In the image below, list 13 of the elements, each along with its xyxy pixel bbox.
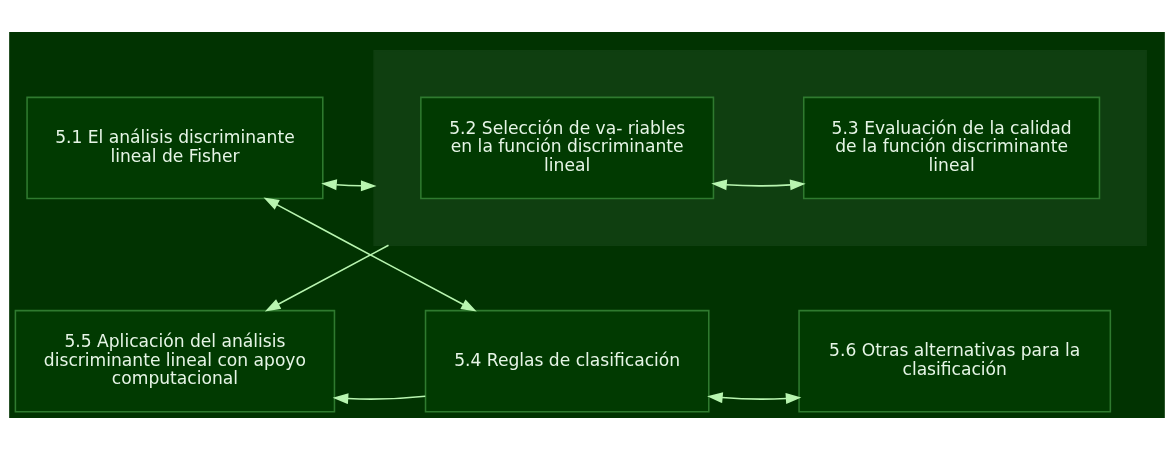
node-box: 5.1 El análisis discriminante lineal de Fisher bbox=[26, 96, 324, 199]
node-box: 5.6 Otras alternativas para la clasificación bbox=[798, 309, 1112, 413]
node-box: 5.5 Aplicación del análisis discriminante lineal con apoyo computacional bbox=[14, 309, 336, 413]
node-box: 5.3 Evaluación de la calidad de la función discriminante lineal bbox=[802, 96, 1101, 199]
node-box: 5.2 Selección de va- riables en la función discriminante lineal bbox=[420, 96, 715, 199]
arrow bbox=[707, 391, 802, 404]
arrow bbox=[264, 243, 390, 311]
arrow bbox=[263, 196, 477, 312]
arrow bbox=[711, 178, 806, 190]
arrow bbox=[332, 392, 427, 404]
arrow bbox=[321, 178, 377, 191]
node-box: 5.4 Reglas de clasificación bbox=[424, 309, 710, 413]
cluster bbox=[373, 49, 1147, 246]
